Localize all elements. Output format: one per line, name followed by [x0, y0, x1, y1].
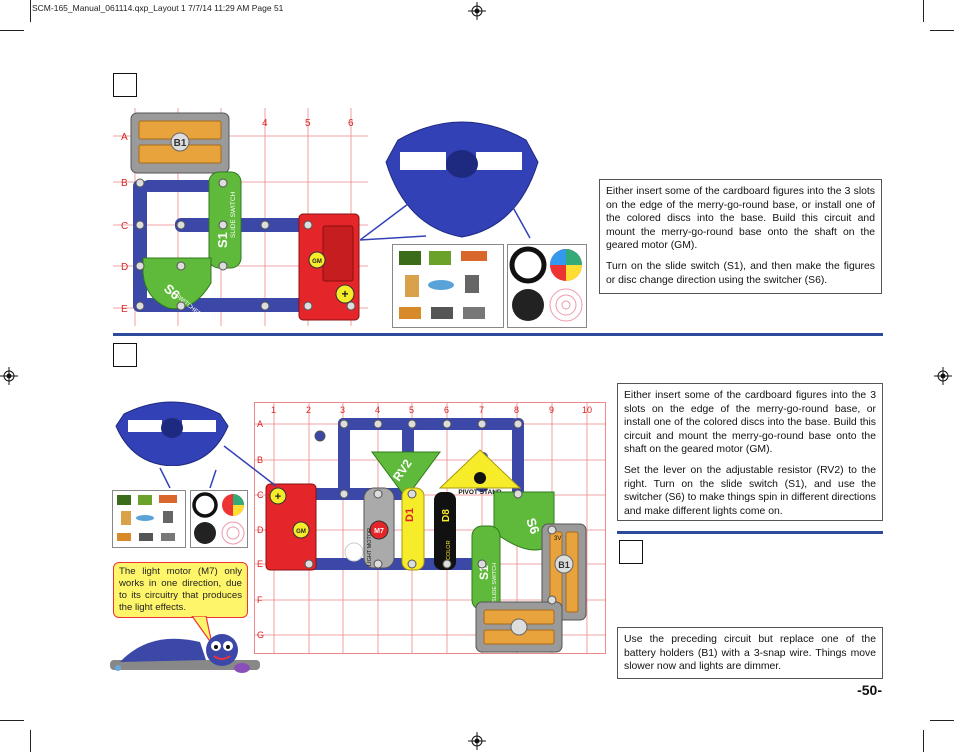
part-label-gm: GM	[296, 529, 306, 535]
grid-col-label: 4	[262, 118, 268, 129]
instruction-paragraph: Either insert some of the cardboard figu…	[606, 186, 875, 252]
project-instructions-bottom: Use the preceding circuit but replace on…	[617, 627, 883, 679]
merry-go-round-disc-middle	[115, 401, 229, 466]
pointer-lines-top	[360, 201, 531, 241]
part-label-b1: B1	[558, 560, 570, 570]
grid-row-label: D	[121, 262, 128, 273]
project-number-box-top	[113, 73, 137, 97]
grid-row-label: B	[257, 455, 263, 465]
grid-row-label: B	[121, 178, 128, 189]
colored-discs-panel-middle	[190, 490, 248, 548]
registration-mark-left	[0, 367, 18, 385]
grid-row-label: A	[257, 419, 263, 429]
grid-col-label: 3	[340, 405, 345, 415]
grid-row-label: A	[121, 132, 128, 143]
circuit-diagram-middle: 1 2 3 4 5 6 7 8 9 10 A B C D E F G + GM …	[254, 402, 606, 654]
section-divider	[113, 333, 883, 336]
part-label-light-motor: LIGHT MOTOR	[367, 528, 373, 566]
grid-row-label: C	[121, 221, 128, 232]
registration-mark-bottom	[468, 732, 486, 750]
part-label-d1: D1	[404, 508, 416, 522]
svg-text:+: +	[275, 491, 281, 503]
part-label-slide-switch: SLIDE SWITCH	[230, 191, 237, 238]
part-label-color: COLOR	[446, 540, 452, 560]
file-slug: SCM-165_Manual_061114.qxp_Layout 1 7/7/1…	[32, 3, 284, 13]
grid-row-label: D	[257, 525, 264, 535]
part-label-b1: B1	[174, 138, 187, 149]
grid-row-label: F	[257, 595, 263, 605]
project-instructions-middle: Either insert some of the cardboard figu…	[617, 383, 883, 521]
grid-col-label: 9	[549, 405, 554, 415]
part-label-3v: 3V	[554, 536, 561, 542]
instruction-paragraph: Either insert some of the cardboard figu…	[624, 390, 876, 456]
grid-col-label: 1	[271, 405, 276, 415]
grid-col-label: 2	[306, 405, 311, 415]
instruction-paragraph: Use the preceding circuit but replace on…	[624, 634, 876, 673]
grid-col-label: 5	[305, 118, 311, 129]
grid-col-label: 7	[479, 405, 484, 415]
grid-col-label: 4	[375, 405, 380, 415]
grid-row-label: G	[257, 630, 264, 640]
light-motor-callout: The light motor (M7) only works in one d…	[113, 562, 248, 618]
grid-col-label: 6	[444, 405, 449, 415]
part-label-gm: GM	[312, 259, 322, 265]
mascot-illustration	[110, 634, 260, 673]
grid-col-label: 8	[514, 405, 519, 415]
part-label-s6: S6	[523, 516, 543, 536]
grid-col-label: 6	[348, 118, 354, 129]
part-label-s1: S1	[477, 565, 491, 580]
grid-row-label: E	[121, 304, 128, 315]
project-instructions-top: Either insert some of the cardboard figu…	[599, 179, 882, 294]
project-number-box-bottom	[619, 540, 643, 564]
registration-mark-top	[468, 2, 486, 20]
grid-row-label: C	[257, 490, 264, 500]
pointer-lines-middle	[159, 445, 277, 489]
cardboard-figures-panel-middle	[112, 490, 186, 548]
part-label-d8: D8	[441, 509, 452, 522]
part-label-pivot-stand: PIVOT STAND	[458, 489, 502, 496]
svg-text:+: +	[341, 287, 348, 301]
part-label-slide-switch: SLIDE SWITCH	[492, 563, 498, 602]
part-label-m7: M7	[374, 528, 384, 535]
callout-tail	[191, 616, 213, 645]
merry-go-round-disc-top	[385, 121, 539, 238]
colored-discs-panel-top	[507, 244, 587, 328]
registration-mark-right	[934, 367, 952, 385]
grid-row-label: E	[257, 559, 263, 569]
instruction-paragraph: Set the lever on the adjustable resistor…	[624, 464, 876, 517]
grid-col-label: 5	[409, 405, 414, 415]
cardboard-figures-panel-top	[392, 244, 504, 328]
circuit-diagram-top: A B C D E 4 5 6 B1 S1 SLIDE SWITCH S6 SW…	[113, 108, 368, 326]
part-label-s1: S1	[215, 232, 230, 248]
page-number: -50-	[857, 682, 882, 698]
instruction-paragraph: Turn on the slide switch (S1), and then …	[606, 260, 875, 286]
grid-col-label: 10	[582, 405, 592, 415]
section-divider-small	[617, 531, 883, 534]
project-number-box-middle	[113, 343, 137, 367]
